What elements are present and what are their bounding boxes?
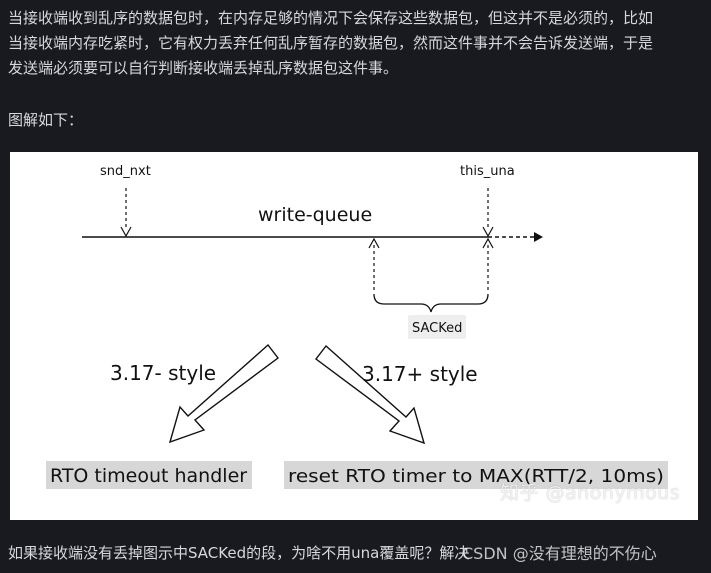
write-queue-label: write-queue — [258, 204, 372, 226]
right-style-arrow — [315, 344, 426, 445]
left-result-box — [46, 461, 252, 489]
left-result-label: RTO timeout handler — [50, 465, 247, 487]
csdn-watermark: CSDN @没有理想的不伤心 — [462, 544, 657, 563]
sacked-end-arrowhead — [482, 237, 494, 249]
sacked-start-arrowhead — [368, 237, 380, 249]
sacked-label-box — [408, 315, 466, 339]
sacked-brace — [373, 293, 489, 313]
paragraph-line-3: 发送端必须要可以自行判断接收端丢掉乱序数据包这件事。 — [8, 59, 399, 77]
this-una-arrowhead — [482, 226, 494, 238]
snd-nxt-label: snd_nxt — [100, 164, 151, 179]
this-una-label: this_una — [460, 164, 515, 179]
right-style-label: 3.17+ style — [362, 362, 478, 386]
figure-caption: 图解如下： — [8, 111, 84, 129]
left-style-arrow — [168, 343, 279, 444]
diagram-canvas: snd_nxt this_una write-queue SACKed — [46, 164, 668, 489]
snd-nxt-arrowhead — [120, 226, 132, 238]
paragraph-line-1: 当接收端收到乱序的数据包时，在内存足够的情况下会保存这些数据包，但这并不是必须的… — [8, 9, 654, 27]
zhihu-watermark: 知乎 @anonymous — [500, 482, 681, 504]
article-bottom-text: 如果接收端没有丢掉图示中SACKed的段，为啥不用una覆盖呢？解决 — [8, 544, 470, 562]
write-queue-arrowhead — [534, 232, 543, 242]
right-result-label: reset RTO timer to MAX(RTT/2, 10ms) — [288, 466, 664, 487]
right-result-box — [284, 461, 668, 489]
paragraph-line-2: 当接收端内存吃紧时，它有权力丢弃任何乱序暂存的数据包，然而这件事并不会告诉发送端… — [8, 34, 654, 52]
sacked-label: SACKed — [412, 321, 462, 336]
sack-diagram: snd_nxt this_una write-queue SACKed — [10, 152, 698, 520]
left-style-label: 3.17- style — [110, 361, 216, 385]
article-paragraph: 当接收端收到乱序的数据包时，在内存足够的情况下会保存这些数据包，但这并不是必须的… — [8, 6, 708, 81]
